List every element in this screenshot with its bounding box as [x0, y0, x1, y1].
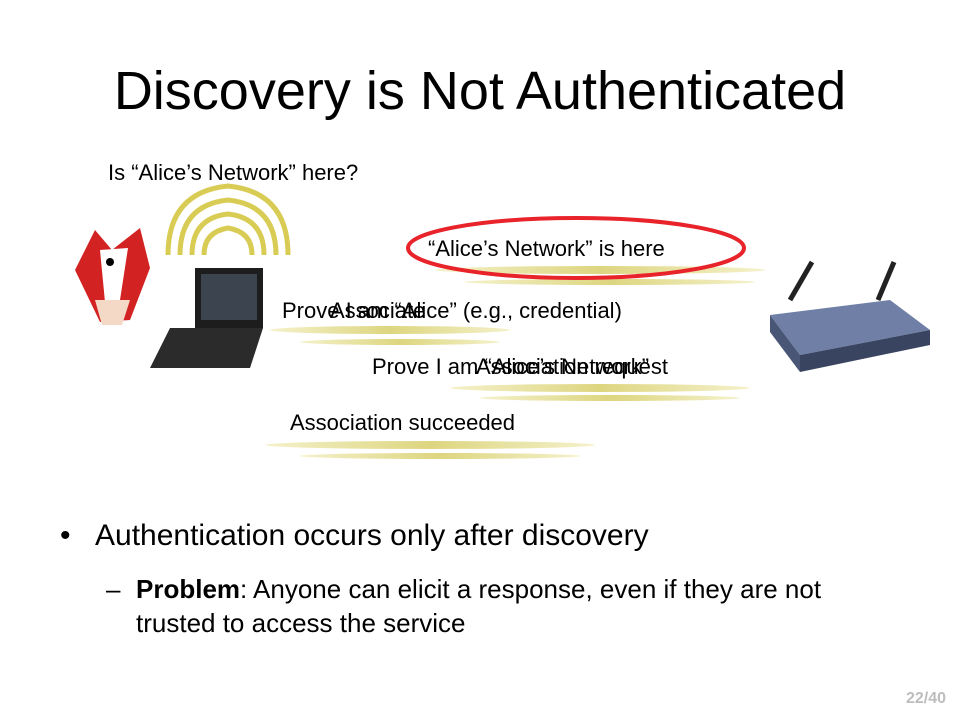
page-number: 22/40 — [905, 690, 946, 707]
bullet-marker: • — [60, 519, 71, 552]
prove-network-label: Prove I am “Alice’s Network” — [372, 354, 650, 379]
problem-text: : Anyone can elicit a response, even if … — [136, 574, 822, 638]
bullet-main: Authentication occurs only after discove… — [95, 519, 649, 552]
network-response-label: “Alice’s Network” is here — [428, 236, 665, 261]
devil-mascot-icon — [75, 228, 150, 325]
signal-waves — [265, 266, 765, 459]
wireless-router-icon — [770, 260, 930, 372]
laptop-icon — [150, 268, 263, 368]
sub-bullet-marker: – — [106, 574, 121, 604]
problem-label: Problem — [136, 574, 241, 604]
discovery-question-label: Is “Alice’s Network” here? — [108, 160, 359, 185]
wifi-signal-icon — [165, 183, 291, 256]
highlight-ellipse — [406, 216, 746, 280]
prove-alice-label: Prove I am “Alice” (e.g., credential) — [282, 298, 622, 323]
slide-title: Discovery is Not Authenticated — [113, 61, 847, 121]
associate-label: Associate — [330, 298, 426, 323]
association-request-label: Association request — [476, 354, 668, 379]
association-succeeded-label: Association succeeded — [290, 410, 516, 435]
sub-bullet: Problem: Anyone can elicit a response, e… — [136, 572, 896, 640]
